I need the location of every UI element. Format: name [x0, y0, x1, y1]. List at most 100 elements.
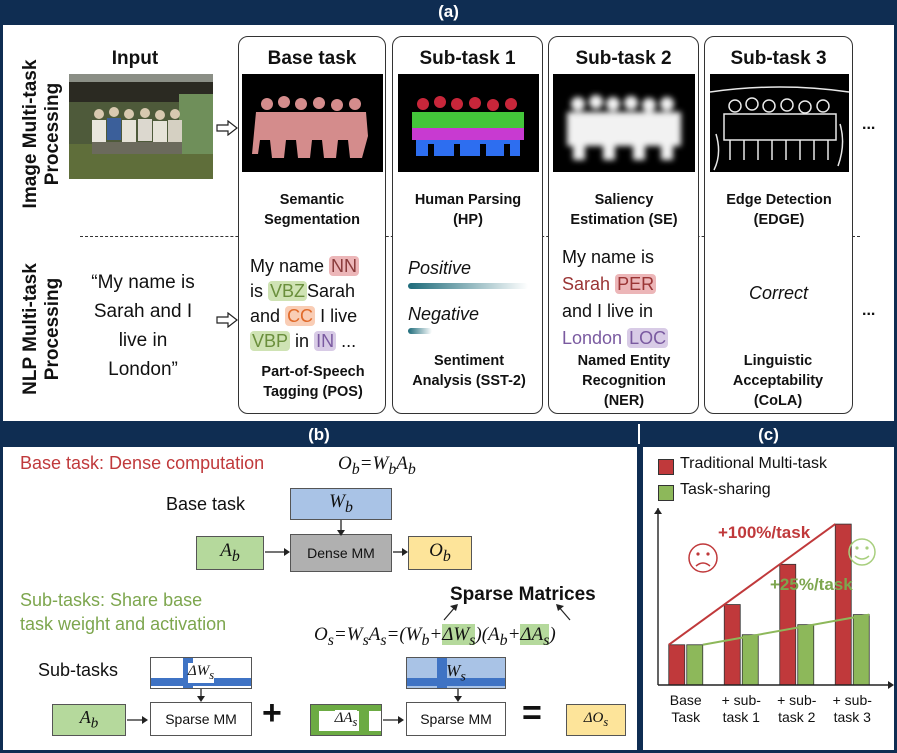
x-tick-label: Base: [670, 692, 702, 708]
panel-a-frame: [0, 22, 897, 424]
segmentation-image: [242, 74, 383, 172]
cola-label: Correct: [748, 283, 808, 303]
ner-entity-location: London: [562, 328, 623, 348]
title-sub-task-2: Sub-task 2: [575, 48, 672, 69]
sst-positive-bar: [408, 283, 528, 289]
caption-sst: Sentiment Analysis (SST-2): [412, 353, 526, 389]
edge-image: [709, 74, 850, 172]
sst-negative-bar: [408, 328, 432, 334]
title-sub-task-3: Sub-task 3: [730, 48, 827, 69]
pos-tag-nn: NN: [329, 256, 360, 276]
ws-matrix: Ws: [406, 657, 506, 689]
pos-tag-vbp: VBP: [250, 331, 291, 351]
pos-word: I live: [320, 306, 358, 326]
x-tick-label: + sub-: [833, 692, 873, 708]
pos-word: My name: [250, 256, 325, 276]
ner-entity-person: Sarah: [562, 274, 611, 294]
pos-tag-cc: CC: [285, 306, 316, 326]
x-tick-label: task 3: [834, 709, 872, 725]
pos-word: Sarah: [307, 281, 356, 301]
ellipsis-image-row: ...: [862, 116, 876, 133]
bar-task-sharing: [852, 614, 870, 686]
happy-face-icon: [848, 538, 876, 566]
input-title: Input: [111, 48, 159, 69]
ob-matrix: Ob: [408, 536, 472, 570]
sst-negative-label: Negative: [408, 304, 480, 324]
legend-green-swatch: [658, 485, 674, 501]
sparse-matrices-title: Sparse Matrices: [450, 584, 596, 605]
bar-traditional: [668, 644, 686, 686]
pos-word: and: [250, 306, 281, 326]
input-photo: [69, 74, 213, 179]
ner-tag-per: PER: [615, 274, 657, 294]
bar-task-sharing: [686, 644, 704, 686]
title-sub-task-1: Sub-task 1: [419, 48, 516, 69]
sad-face-icon: [688, 543, 718, 573]
base-heading: Base task: Dense computation: [20, 453, 265, 473]
trend-line-task-sharing: [702, 613, 870, 646]
legend-green-label: Task-sharing: [680, 481, 771, 498]
panel-a-banner: (a): [0, 0, 897, 24]
sst-positive-label: Positive: [408, 258, 472, 278]
delta-as-matrix: ΔAs: [310, 704, 382, 736]
delta-ws-matrix: ΔWs: [150, 657, 252, 689]
panel-c-banner: (c): [640, 424, 897, 446]
bar-traditional: [723, 604, 741, 686]
ner-line: and I live in: [562, 301, 654, 321]
x-tick-label: task 2: [778, 709, 816, 725]
sub-heading-line: task weight and activation: [20, 614, 227, 634]
caption-ner: Named Entity Recognition (NER): [577, 353, 671, 409]
x-axis-arrow: [888, 681, 894, 689]
ellipsis-nlp-row: ...: [862, 302, 876, 319]
y-axis-arrow: [654, 508, 662, 514]
annotation-task-sharing: +25%/task: [770, 575, 853, 594]
ner-line: My name is: [562, 247, 655, 267]
pos-word: in: [295, 331, 310, 351]
pos-word: ...: [341, 331, 357, 351]
pos-word: is: [250, 281, 263, 301]
ner-example: My name is Sarah PER and I live in Londo…: [562, 244, 697, 352]
sparse-mm-block-2: Sparse MM: [406, 702, 506, 736]
legend-red-swatch: [658, 459, 674, 475]
caption-cola: Linguistic Acceptability (CoLA): [732, 353, 824, 409]
input-sentence: “My name is Sarah and I live in London”: [91, 272, 195, 380]
legend-red-label: Traditional Multi-task: [680, 455, 828, 472]
base-arrows: [265, 520, 408, 556]
panel-b-banner: (b): [0, 424, 638, 446]
sub-heading-line: Sub-tasks: Share base: [20, 590, 203, 610]
annotation-traditional: +100%/task: [718, 523, 811, 542]
ner-tag-loc: LOC: [627, 328, 669, 348]
ab-matrix: Ab: [196, 536, 264, 570]
panel-c-frame: [640, 444, 897, 753]
x-tick-label: Task: [671, 709, 701, 725]
x-tick-label: + sub-: [722, 692, 762, 708]
base-task-label: Base task: [166, 494, 246, 514]
wb-matrix: Wb: [290, 488, 392, 520]
ws-arrow: [454, 689, 462, 702]
plus-sign: +: [262, 694, 282, 732]
input-arrow-image: [216, 119, 238, 137]
caption-pos: Part-of-Speech Tagging (POS): [261, 364, 365, 400]
ab-matrix-sub: Ab: [52, 704, 126, 736]
sparse-arrows: [443, 604, 571, 621]
equals-sign: =: [522, 694, 542, 732]
pos-tag-in: IN: [314, 331, 337, 351]
pos-tag-vbz: VBZ: [268, 281, 308, 301]
saliency-image: [553, 74, 695, 172]
caption-edge: Edge Detection (EDGE): [726, 192, 832, 228]
sub-heading: Sub-tasks: Share base task weight and ac…: [20, 588, 226, 636]
trend-line-traditional: [668, 523, 836, 646]
sparse-mm-block-1: Sparse MM: [150, 702, 252, 736]
caption-saliency: Saliency Estimation (SE): [570, 192, 678, 228]
x-tick-label: task 1: [723, 709, 761, 725]
panel-b-frame: [0, 444, 640, 753]
dense-mm-block: Dense MM: [290, 534, 392, 572]
row-nlp-label: NLP Multi-task Processing: [20, 263, 63, 395]
caption-semantic-segmentation: Semantic Segmentation: [264, 192, 360, 228]
bar-task-sharing: [741, 634, 759, 686]
delta-os-matrix: ΔOs: [566, 704, 626, 736]
sub-equation: Os=WsAs=(Wb+ΔWs)(Ab+ΔAs): [314, 624, 556, 649]
subtasks-label: Sub-tasks: [38, 660, 119, 680]
